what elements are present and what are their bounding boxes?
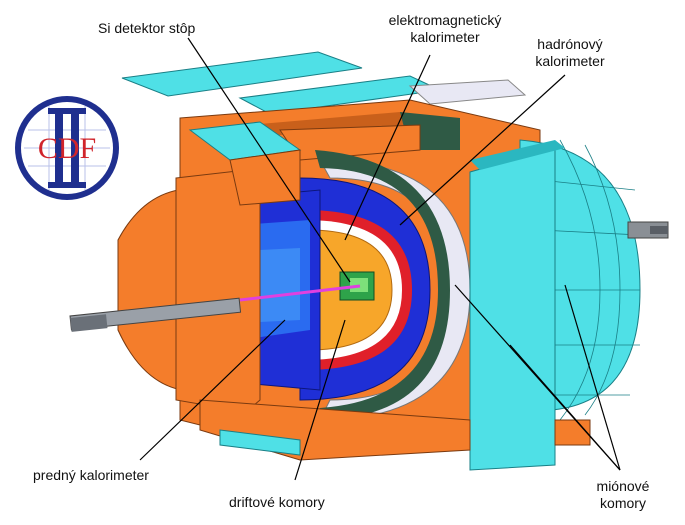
beam-pipe: [69, 284, 361, 332]
label-muon-line1: miónové: [596, 478, 650, 494]
top-muon-panels: [121, 51, 527, 115]
label-muon-chambers: miónové komory: [583, 478, 663, 512]
leader-forward: [139, 319, 286, 461]
label-em-line1: elektromagnetický: [388, 12, 502, 28]
label-drift-chambers: driftové komory: [229, 494, 325, 510]
label-muon-line2: komory: [600, 495, 646, 511]
leader-lines: [139, 37, 621, 481]
label-em-line2: kalorimeter: [410, 29, 480, 45]
logo-text: CDF: [38, 132, 96, 165]
leader-si: [187, 37, 351, 283]
label-si-detector: Si detektor stôp: [98, 20, 196, 36]
leader-muon-2: [509, 344, 621, 471]
label-forward-calorimeter: predný kalorimeter: [33, 467, 149, 483]
leader-muon-3: [564, 284, 621, 471]
left-end-plug: [117, 121, 302, 413]
leader-drift: [294, 319, 346, 481]
label-hadronic-line1: hadrónový: [537, 36, 603, 52]
leader-hadronic: [399, 74, 566, 226]
label-hadronic-calorimeter: hadrónový kalorimeter: [520, 36, 620, 70]
cdf-logo: CDF: [15, 96, 119, 200]
front-muon-slab: [469, 140, 565, 471]
label-em-calorimeter: elektromagnetický kalorimeter: [380, 12, 510, 46]
bottom-base: [199, 399, 591, 461]
leader-em: [344, 54, 431, 241]
label-hadronic-line2: kalorimeter: [535, 53, 605, 69]
